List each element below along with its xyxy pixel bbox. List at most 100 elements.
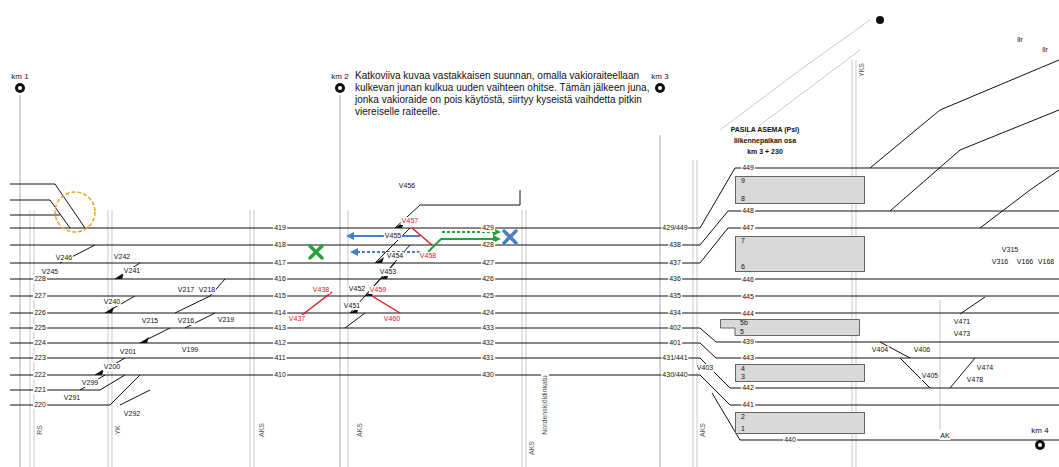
switch-label: V438 <box>312 286 330 294</box>
marker-label: AK <box>939 432 950 440</box>
track-number: 419 <box>273 224 287 232</box>
marker-label: YK <box>114 424 122 435</box>
track-number: 226 <box>33 309 47 317</box>
track-number: 436 <box>668 275 682 283</box>
station-label: km 3 + 230 <box>746 148 784 156</box>
track-number: 447 <box>741 224 755 232</box>
marker-label: YKS <box>858 62 866 78</box>
switch-label: V459 <box>369 286 387 294</box>
switch-label: V456 <box>398 182 416 190</box>
track-number: 415 <box>273 292 287 300</box>
track-number: 414 <box>273 309 287 317</box>
switch-label: V473 <box>953 330 971 338</box>
marker-label: AKS <box>528 440 536 456</box>
track-number: 444 <box>741 310 755 318</box>
switch-label: V403 <box>696 364 714 372</box>
switch-label: V299 <box>81 379 99 387</box>
switch-label: V315 <box>1001 246 1019 254</box>
track-number: 439 <box>741 338 755 346</box>
track-number: 418 <box>273 241 287 249</box>
switch-label: V215 <box>141 317 159 325</box>
switch-label: V453 <box>379 268 397 276</box>
track-number: 225 <box>33 324 47 332</box>
track-number: 434 <box>668 309 682 317</box>
track-number: 416 <box>273 275 287 283</box>
track-number: 426 <box>481 275 495 283</box>
switch-label: V474 <box>976 364 994 372</box>
track-number: 431/441 <box>661 354 688 362</box>
platform-number: 2 <box>741 413 745 421</box>
track-number: 433 <box>481 324 495 332</box>
km-label: km 4 <box>1030 426 1049 435</box>
track-number: 442 <box>741 384 755 392</box>
track-number: 220 <box>33 401 47 409</box>
switch-label: V292 <box>123 410 141 418</box>
track-number: 441 <box>741 401 755 409</box>
platform-box: 21 <box>735 412 865 434</box>
track-number: 432 <box>481 339 495 347</box>
switch-label: V454 <box>386 252 404 260</box>
track-number: 431 <box>481 354 495 362</box>
track-number: 411 <box>273 354 286 362</box>
switch-label: V404 <box>871 346 889 354</box>
track-number: 429 <box>481 224 495 232</box>
track-number: 438 <box>668 241 682 249</box>
track-number: 410 <box>273 371 287 379</box>
km-label: km 2 <box>330 72 349 81</box>
track-number: 448 <box>741 207 755 215</box>
switch-label: V199 <box>181 346 199 354</box>
platform-number: 7 <box>741 237 745 245</box>
track-number: 428 <box>481 241 495 249</box>
track-number: 223 <box>33 354 47 362</box>
switch-label: V240 <box>103 298 121 306</box>
track-number: 440 <box>783 436 797 444</box>
platform-number: 4 <box>741 365 745 373</box>
km-label: km 1 <box>10 72 29 81</box>
marker-label: AKS <box>258 422 266 438</box>
switch-label: V241 <box>123 267 141 275</box>
switch-label: V242 <box>113 253 131 261</box>
platform-box: 76 <box>735 236 865 272</box>
switch-label: V201 <box>119 348 137 356</box>
platform-box: 43 <box>735 364 865 382</box>
track-number: 413 <box>273 324 287 332</box>
switch-label: V455 <box>384 232 402 240</box>
track-number: 425 <box>481 292 495 300</box>
platform-number: 8 <box>741 195 745 203</box>
km-label: km 3 <box>650 72 669 81</box>
marker-label: AKS <box>356 422 364 438</box>
switch-label: V246 <box>55 254 73 262</box>
note: Katkoviiva kuvaa vastakkaisen suunnan, o… <box>355 70 655 118</box>
marker-label: llr <box>1016 36 1023 44</box>
switch-label: V245 <box>41 268 59 276</box>
switch-label: V437 <box>288 315 306 323</box>
track-number: 445 <box>741 293 755 301</box>
track-number: 222 <box>33 371 47 379</box>
track-number: 412 <box>273 339 287 347</box>
station-label: liikennepaikan osa <box>733 137 797 145</box>
track-number: 430 <box>481 371 495 379</box>
track-number: 435 <box>668 292 682 300</box>
track-number: 430/440 <box>661 371 688 379</box>
switch-label: V471 <box>953 318 971 326</box>
marker-label: llr <box>1041 46 1048 54</box>
marker-label: RS <box>36 424 44 436</box>
track-number: 227 <box>33 292 47 300</box>
track-number: 437 <box>668 259 682 267</box>
track-number: 417 <box>273 259 287 267</box>
switch-label: V166 <box>1016 258 1034 266</box>
marker-label: AKS <box>699 422 707 438</box>
track-number: 443 <box>741 354 755 362</box>
track-number: 221 <box>33 386 47 394</box>
switch-label: V457 <box>401 217 419 225</box>
switch-label: V451 <box>343 302 361 310</box>
platform-number: 3 <box>741 373 745 381</box>
station-label: PASILA ASEMA (Psl) <box>730 126 801 134</box>
platform-number: 5 <box>740 328 744 336</box>
switch-label: V316 <box>991 258 1009 266</box>
track-number: 424 <box>481 309 495 317</box>
track-number: 402 <box>668 324 682 332</box>
switch-label: V291 <box>63 394 81 402</box>
switch-label: V405 <box>921 372 939 380</box>
platform-number: 9 <box>741 177 745 185</box>
